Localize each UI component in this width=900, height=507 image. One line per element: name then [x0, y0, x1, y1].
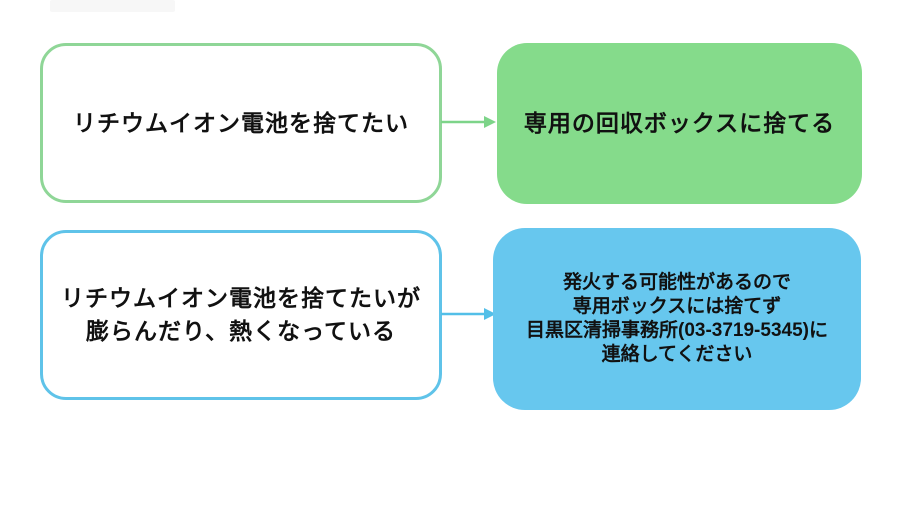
action-text-line: 専用の回収ボックスに捨てる: [523, 110, 836, 136]
action-text-line: 連絡してください: [601, 344, 753, 365]
action-text-line: 発火する可能性があるので: [562, 272, 791, 293]
condition-text-line: リチウムイオン電池を捨てたいが: [61, 285, 421, 311]
arrow-right-blue-icon: [441, 308, 496, 320]
action-text-line: 専用ボックスには捨てず: [572, 296, 782, 317]
action-text-line: 目黒区清掃事務所(03-3719-5345)に: [526, 320, 828, 341]
arrow-right-green-icon: [441, 116, 496, 128]
action-box-contact: 発火する可能性があるので 専用ボックスには捨てず 目黒区清掃事務所(03-371…: [493, 228, 861, 410]
condition-text-line: 膨らんだり、熱くなっている: [86, 318, 396, 344]
cropped-text-artifact: [50, 0, 175, 12]
condition-text-line: リチウムイオン電池を捨てたい: [73, 109, 409, 136]
action-box-collection: 専用の回収ボックスに捨てる: [497, 43, 862, 204]
condition-box-dispose: リチウムイオン電池を捨てたい: [40, 43, 442, 203]
condition-box-swollen: リチウムイオン電池を捨てたいが 膨らんだり、熱くなっている: [40, 230, 442, 400]
